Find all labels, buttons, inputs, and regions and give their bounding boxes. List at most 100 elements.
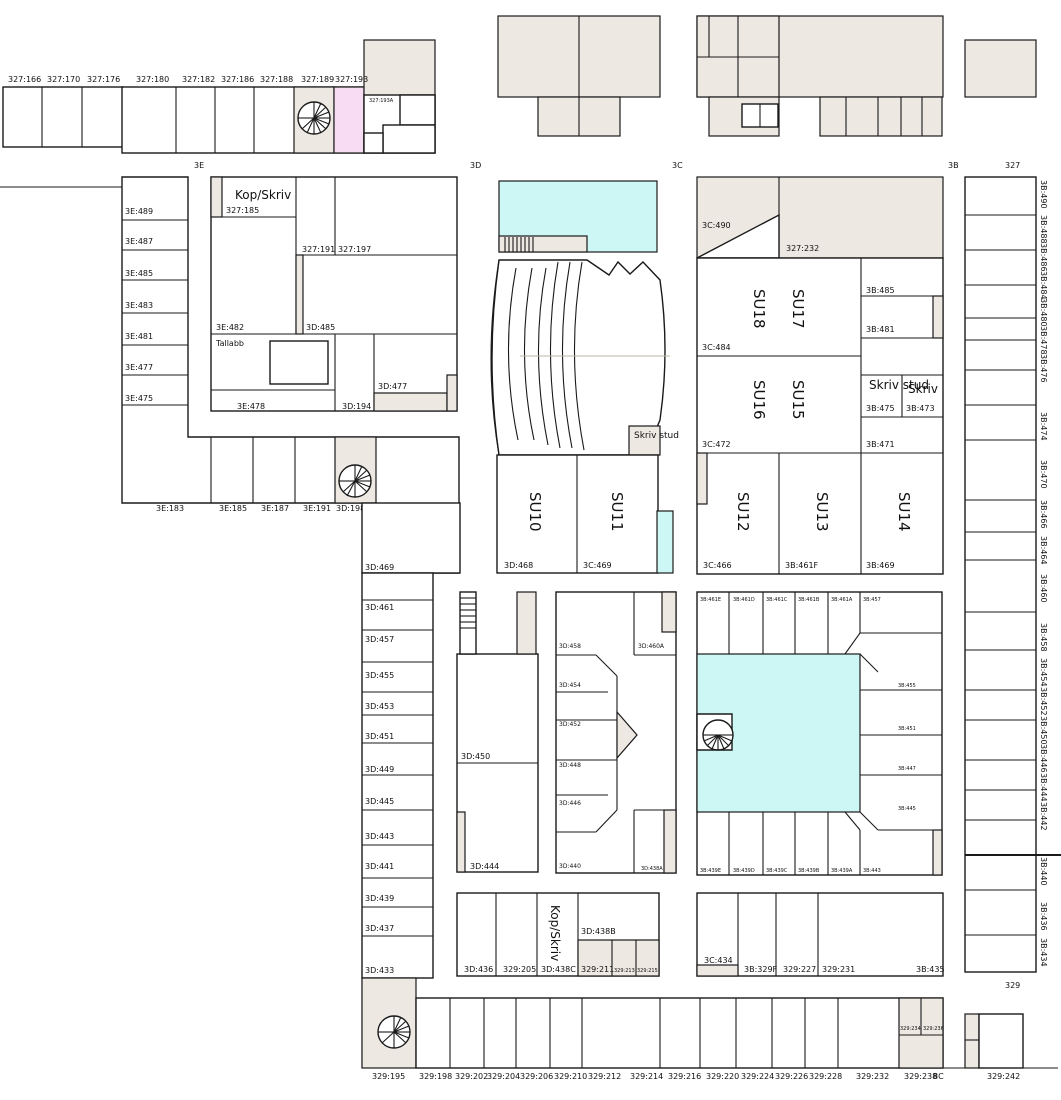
spiral-stair-icon bbox=[339, 465, 371, 497]
room-label: 3D:437 bbox=[365, 924, 394, 933]
room-label: 3B:466 bbox=[1039, 500, 1048, 529]
room-label: 3B:447 bbox=[898, 766, 916, 772]
room-label: 3D:441 bbox=[365, 862, 394, 871]
room-label: 329:214 bbox=[630, 1072, 663, 1081]
room-label: 3E:183 bbox=[156, 504, 184, 513]
room-label: 3E:481 bbox=[125, 332, 153, 341]
room-label: 3C:490 bbox=[702, 221, 731, 230]
block-3e: Kop/Skriv 327:185 327:191 327:197 3E:489… bbox=[0, 176, 460, 574]
room-label: 3D:443 bbox=[365, 832, 394, 841]
room-label: SU16 bbox=[750, 380, 768, 420]
room-label: 329:195 bbox=[372, 1072, 405, 1081]
room-label: 3B:486 bbox=[1039, 243, 1048, 272]
room-label: SU12 bbox=[734, 492, 752, 532]
room-label: 3B:461A bbox=[831, 597, 853, 603]
room-label: 3B:461B bbox=[798, 597, 820, 603]
section-label: 3D bbox=[470, 161, 481, 170]
room-label: 329:224 bbox=[741, 1072, 774, 1081]
room-label: 329:242 bbox=[987, 1072, 1020, 1081]
room-label: 3D:444 bbox=[470, 862, 499, 871]
room-label: 327:186 bbox=[221, 75, 254, 84]
room-label: 3B:442 bbox=[1039, 802, 1048, 831]
room-label: 327:170 bbox=[47, 75, 80, 84]
room-label: 3D:436 bbox=[464, 965, 493, 974]
room-label: 3D:194 bbox=[342, 402, 371, 411]
room-label: 329:238 bbox=[904, 1072, 937, 1081]
room-label: 329:216 bbox=[668, 1072, 701, 1081]
room-label: 3B:480 bbox=[1039, 298, 1048, 327]
spiral-stair-icon bbox=[298, 102, 330, 134]
room-label: SU15 bbox=[789, 380, 807, 420]
section-label: 329 bbox=[1005, 981, 1020, 990]
room-label: 3D:450 bbox=[461, 752, 490, 761]
room-label: 3D:453 bbox=[365, 702, 394, 711]
room-label: Kop/Skriv bbox=[548, 905, 562, 961]
room-label: 3B:478 bbox=[1039, 326, 1048, 355]
room-label: 327:193A bbox=[369, 98, 394, 104]
room-label: 327:189 bbox=[301, 75, 334, 84]
section-label: 327 bbox=[1005, 161, 1020, 170]
room-label: 3C:434 bbox=[704, 956, 733, 965]
room-label: 3D:468 bbox=[504, 561, 533, 570]
room-label: 3E:483 bbox=[125, 301, 153, 310]
room-label: 3D:440 bbox=[559, 863, 581, 870]
room-label: 327:197 bbox=[338, 245, 371, 254]
room-label: 3B:474 bbox=[1039, 412, 1048, 441]
room-label: 3D:446 bbox=[559, 800, 581, 807]
room-label: 3C:484 bbox=[702, 343, 731, 352]
room-label: 3D:433 bbox=[365, 966, 394, 975]
room-label: 3E:191 bbox=[303, 504, 331, 513]
room-label: SU14 bbox=[895, 492, 913, 532]
room-label: 329:204 bbox=[487, 1072, 520, 1081]
block-3b-courtyard: 3B:461E 3B:461D 3B:461C 3B:461B 3B:461A … bbox=[696, 591, 943, 876]
room-label: 3B:329F bbox=[744, 965, 778, 974]
room-label: 3B:481 bbox=[866, 325, 895, 334]
room-label: SU18 bbox=[750, 289, 768, 329]
room-label: 3D:460A bbox=[638, 643, 665, 650]
room-label: 329:198 bbox=[419, 1072, 452, 1081]
room-label: 3D:455 bbox=[365, 671, 394, 680]
room-label: 327:193 bbox=[335, 75, 368, 84]
auditorium: Skriv stud bbox=[490, 180, 679, 456]
section-label: 3E bbox=[194, 161, 204, 170]
room-label: 3B:471 bbox=[866, 440, 895, 449]
room-label: 3B:434 bbox=[1039, 938, 1048, 967]
room-label: 3D:438A bbox=[641, 866, 663, 872]
room-label: Skriv stud bbox=[869, 378, 929, 392]
room-label: 3D:438C bbox=[541, 965, 576, 974]
room-label: 3B:488 bbox=[1039, 215, 1048, 244]
room-label: 3D:451 bbox=[365, 732, 394, 741]
tallabb-booth bbox=[269, 340, 329, 385]
room-label: 329:206 bbox=[520, 1072, 553, 1081]
room-label: 3B:490 bbox=[1039, 180, 1048, 209]
room-label: 3B:455 bbox=[898, 683, 916, 689]
room-label: 329:213 bbox=[614, 968, 635, 974]
room-label: 3B:439B bbox=[798, 868, 820, 874]
room-label: 3E:187 bbox=[261, 504, 289, 513]
room-label: 3B:460 bbox=[1039, 574, 1048, 603]
right-column-labels: 3B:490 3B:488 3B:486 3B:484 3B:480 3B:47… bbox=[1039, 180, 1048, 967]
block-3c: SU10 SU11 3D:468 3C:469 3C:490 327:232 S… bbox=[496, 176, 944, 575]
room-label: 3B:461E bbox=[700, 597, 721, 603]
room-label: 329:231 bbox=[822, 965, 855, 974]
room-label: 327:232 bbox=[786, 244, 819, 253]
room-label: 327:185 bbox=[226, 206, 259, 215]
room-label: Skriv bbox=[908, 382, 938, 396]
room-label: 3B:476 bbox=[1039, 354, 1048, 383]
room-label: 3B:485 bbox=[866, 286, 895, 295]
room-label: 8C bbox=[933, 1072, 944, 1081]
room-label: 3B:458 bbox=[1039, 623, 1048, 652]
room-label: 3B:439A bbox=[831, 868, 853, 874]
room-label: 3B:464 bbox=[1039, 536, 1048, 565]
room-label: 3D:461 bbox=[365, 603, 394, 612]
room-label: 3D:198 bbox=[336, 504, 365, 513]
room-label: 3B:469 bbox=[866, 561, 895, 570]
spiral-stair-icon bbox=[703, 734, 733, 750]
room-label: 3E:487 bbox=[125, 237, 153, 246]
room-label: 3B:484 bbox=[1039, 271, 1048, 300]
room-label: 329:212 bbox=[588, 1072, 621, 1081]
room-label: 327:188 bbox=[260, 75, 293, 84]
room-label: 3B:435 bbox=[916, 965, 945, 974]
room-label: 329:205 bbox=[503, 965, 536, 974]
room-label: 327:166 bbox=[8, 75, 41, 84]
